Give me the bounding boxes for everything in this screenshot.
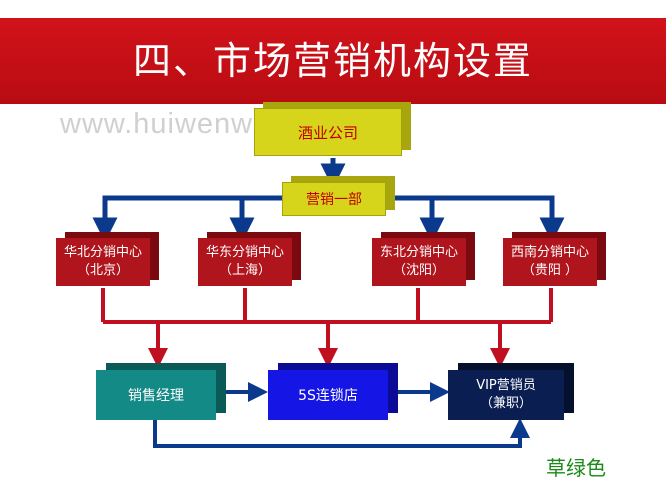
node-center-southwest: 西南分销中心 （贵阳 ）	[503, 238, 597, 286]
node-center-east: 华东分销中心 （上海）	[198, 238, 292, 286]
node-sales-manager: 销售经理	[96, 370, 216, 420]
center-city: （北京）	[76, 263, 129, 278]
node-chain-store: 5S连锁店	[268, 370, 388, 420]
node-company: 酒业公司	[254, 108, 402, 156]
footer-label: 草绿色	[546, 456, 606, 480]
node-center-north: 华北分销中心 （北京）	[56, 238, 150, 286]
node-dept-label: 营销一部	[306, 192, 362, 208]
arrow-dept-to-north	[92, 195, 282, 243]
title-banner	[0, 18, 666, 104]
center-name: 西南分销中心	[510, 245, 589, 260]
node-vip-sales: VIP营销员 （兼职）	[448, 370, 564, 420]
arrow-dept-to-southwest	[386, 195, 565, 243]
center-city: （上海）	[218, 263, 271, 278]
page-title: 四、市场营销机构设置	[132, 39, 533, 83]
center-city: （沈阳）	[392, 263, 445, 278]
manager-label: 销售经理	[128, 388, 184, 404]
arrow-manager-to-vip	[153, 418, 530, 448]
node-company-label: 酒业公司	[297, 123, 358, 142]
center-name: 华东分销中心	[205, 245, 284, 260]
node-marketing-dept: 营销一部	[282, 182, 386, 216]
red-bus	[101, 288, 553, 324]
center-name: 华北分销中心	[63, 245, 142, 260]
vip-label: VIP营销员	[476, 378, 536, 393]
vip-sublabel: （兼职）	[479, 396, 532, 411]
center-name: 东北分销中心	[379, 245, 458, 260]
chain-store-label: 5S连锁店	[298, 388, 358, 404]
center-city: （贵阳 ）	[521, 263, 579, 278]
node-center-northeast: 东北分销中心 （沈阳）	[372, 238, 466, 286]
